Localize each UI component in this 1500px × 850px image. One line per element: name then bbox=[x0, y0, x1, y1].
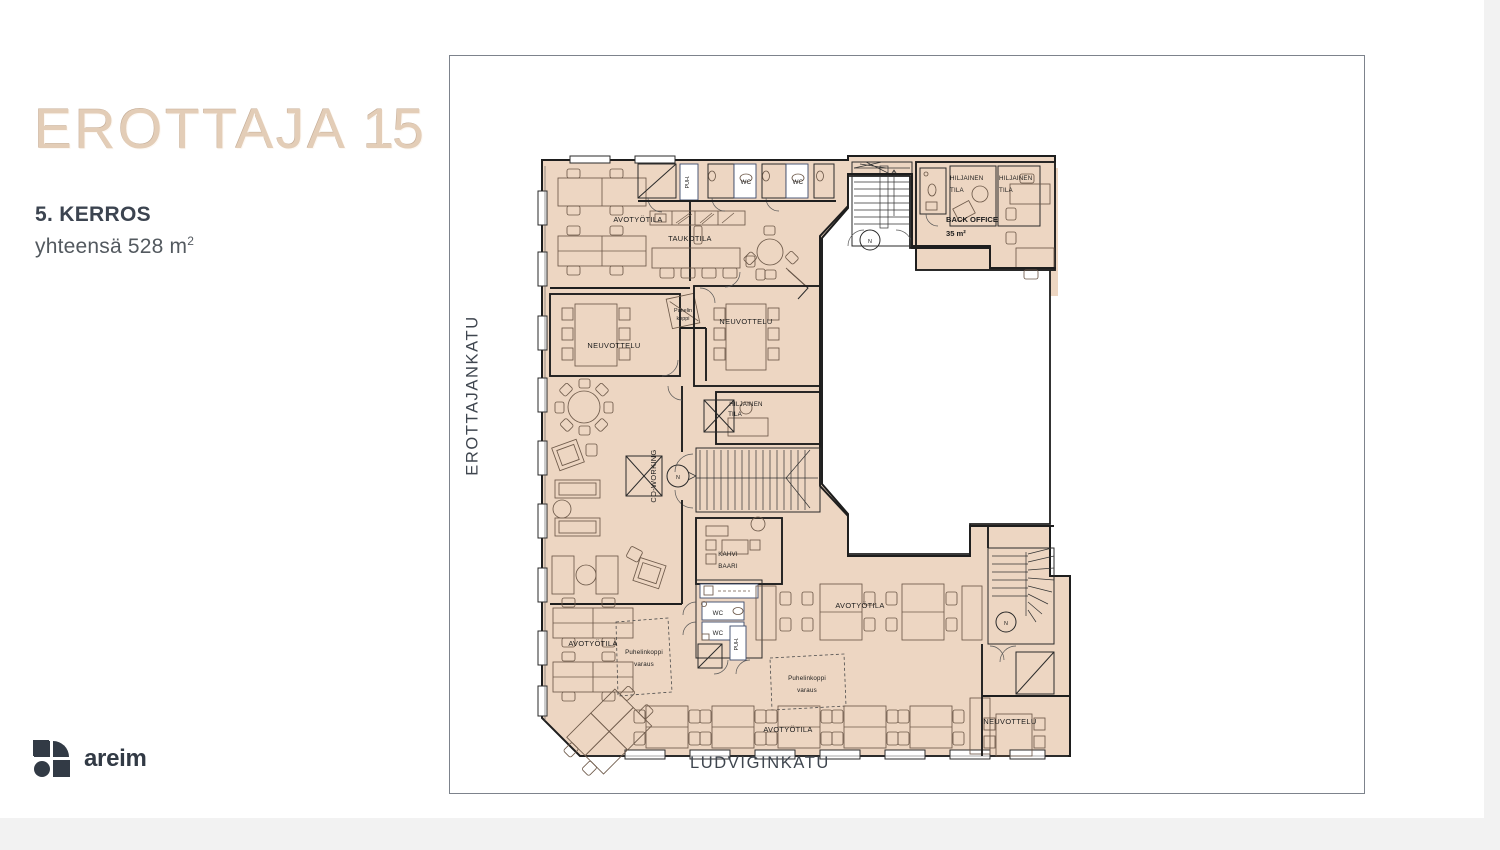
label-reservation-center-1: Puhelinkoppi bbox=[788, 675, 826, 682]
areim-logo: areim bbox=[33, 740, 147, 778]
area-unit-exponent: 2 bbox=[187, 234, 195, 248]
svg-text:N: N bbox=[868, 239, 872, 245]
room-avotyotila-sw bbox=[552, 597, 654, 776]
svg-text:N: N bbox=[1004, 621, 1008, 627]
room-taukotila bbox=[649, 210, 809, 300]
room-avotyotila-nw bbox=[550, 168, 703, 289]
room-back-office bbox=[915, 161, 1056, 280]
label-kahvibaari-2: BAARI bbox=[718, 563, 738, 570]
label-neuvottelu-west: NEUVOTTELU bbox=[587, 341, 640, 350]
label-hiljainen-ne-1a: HILJAINEN bbox=[950, 175, 983, 182]
label-puhelinkoppi-west-2: koppi bbox=[677, 316, 690, 322]
label-wc-south-1: WC bbox=[713, 610, 724, 617]
presentation-slide: EROTTAJA 15 5. KERROS yhteensä 528 m2 ar… bbox=[0, 0, 1484, 818]
room-avotyotila-south bbox=[633, 697, 991, 755]
room-labels: AVOTYÖTILA TAUKOTILA NEUVOTTELU Puhelin … bbox=[568, 175, 1036, 734]
brand-title-number: 15 bbox=[362, 97, 424, 161]
label-taukotila: TAUKOTILA bbox=[668, 234, 712, 243]
floor-area-value: yhteensä 528 m bbox=[35, 235, 188, 258]
label-puh-south: PUH. bbox=[734, 638, 740, 651]
brand-title: EROTTAJA 15 bbox=[34, 96, 424, 162]
label-reservation-center-2: varaus bbox=[797, 687, 817, 694]
label-avotyotila-south: AVOTYÖTILA bbox=[763, 725, 812, 734]
label-coworking: CO-WORKING bbox=[649, 449, 658, 502]
label-back-office-area: 35 m² bbox=[946, 229, 966, 238]
street-label-erottajankatu: EROTTAJANKATU bbox=[463, 315, 482, 476]
svg-text:N: N bbox=[676, 475, 680, 481]
label-wc-north-1: WC bbox=[741, 179, 752, 186]
page-title: 5. KERROS bbox=[35, 203, 151, 226]
west-facade-windows bbox=[537, 166, 548, 721]
room-coworking bbox=[550, 378, 683, 605]
street-label-ludviginkatu: LUDVIGINKATU bbox=[690, 754, 830, 772]
brand-title-word: EROTTAJA bbox=[34, 97, 345, 161]
areim-logo-text: areim bbox=[84, 745, 147, 772]
room-hiljainen-center bbox=[715, 391, 821, 445]
label-avotyotila-southeast: AVOTYÖTILA bbox=[835, 601, 884, 610]
label-puh-north: PUH. bbox=[685, 176, 691, 189]
label-wc-north-2: WC bbox=[793, 179, 804, 186]
plan-geometry: N bbox=[537, 155, 1071, 776]
south-facade-windows bbox=[585, 749, 1068, 760]
label-hiljainen-ne-1b: TILA bbox=[950, 187, 965, 194]
label-neuvottelu-southeast: NEUVOTTELU bbox=[983, 717, 1036, 726]
stair-center: N bbox=[625, 399, 821, 513]
label-kahvibaari-1: KAHVI bbox=[718, 551, 738, 558]
room-neuvottelu-southeast bbox=[983, 713, 1046, 757]
label-avotyotila-sw: AVOTYÖTILA bbox=[568, 639, 617, 648]
areim-logo-mark bbox=[33, 740, 70, 777]
room-neuvottelu-west bbox=[549, 293, 681, 377]
floor-plan-drawing: N bbox=[537, 155, 1071, 776]
label-back-office: BACK OFFICE bbox=[946, 215, 998, 224]
reservation-labels: Puhelinkoppi varaus Puhelinkoppi varaus bbox=[625, 649, 826, 694]
room-avotyotila-southeast bbox=[755, 583, 983, 641]
stair-north: N bbox=[847, 161, 913, 251]
label-wc-south-2: WC bbox=[713, 630, 724, 637]
label-hiljainen-ne-2a: HILJAINEN bbox=[999, 175, 1032, 182]
north-service-row bbox=[637, 163, 836, 213]
south-service-block bbox=[682, 579, 763, 675]
label-avotyotila-nw: AVOTYÖTILA bbox=[613, 215, 662, 224]
room-neuvottelu-center bbox=[693, 271, 821, 387]
label-hiljainen-center-2: TILA bbox=[728, 411, 743, 418]
label-hiljainen-center-1: HILJAINEN bbox=[729, 401, 762, 408]
label-hiljainen-ne-2b: TILA bbox=[999, 187, 1014, 194]
floor-plan-frame: N bbox=[449, 55, 1365, 794]
label-reservation-west-2: varaus bbox=[634, 661, 654, 668]
service-labels: PUH. WC WC WC WC PUH. bbox=[685, 176, 804, 651]
label-neuvottelu-center: NEUVOTTELU bbox=[719, 317, 772, 326]
reservation-zones bbox=[615, 617, 847, 711]
label-reservation-west-1: Puhelinkoppi bbox=[625, 649, 663, 656]
floor-area-text: yhteensä 528 m2 bbox=[35, 234, 194, 259]
label-puhelinkoppi-west-1: Puhelin bbox=[674, 308, 692, 314]
left-info-panel: EROTTAJA 15 5. KERROS yhteensä 528 m2 ar… bbox=[0, 0, 440, 818]
north-facade-windows bbox=[569, 155, 676, 164]
